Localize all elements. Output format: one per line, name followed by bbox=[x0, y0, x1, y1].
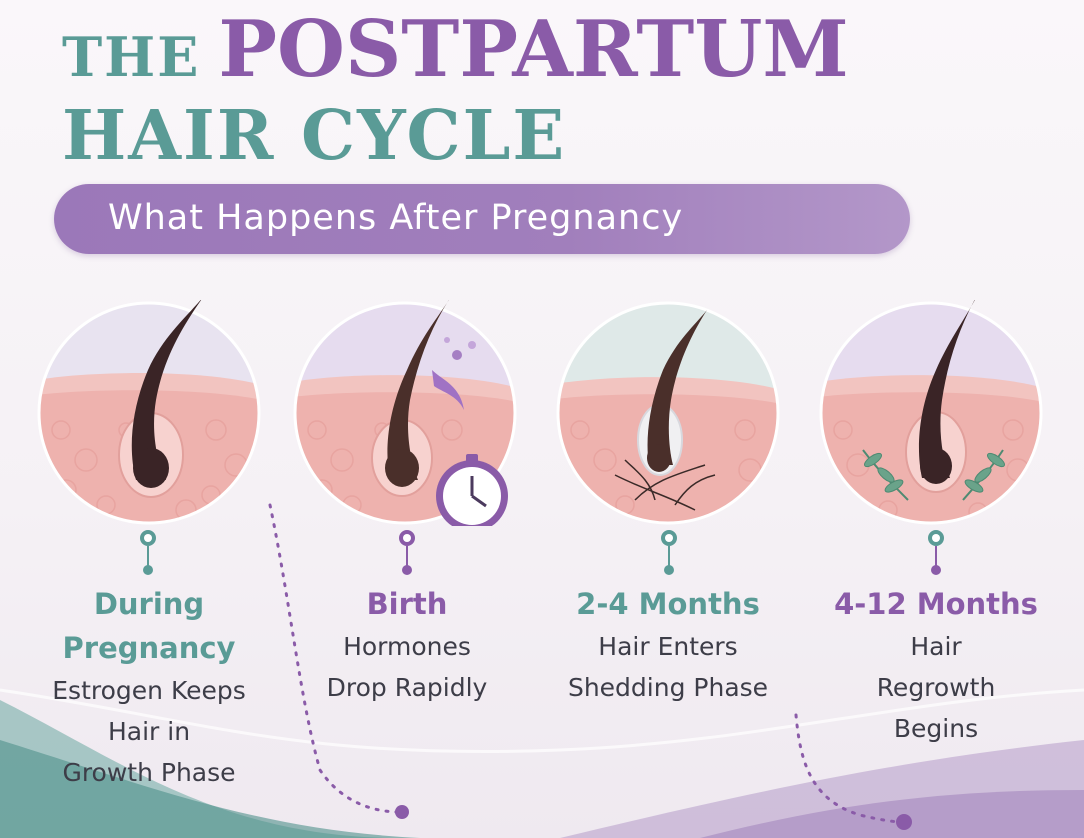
subtitle-banner: What Happens After Pregnancy bbox=[54, 184, 910, 254]
stage-3-connector bbox=[661, 530, 677, 575]
stage-2-title-line: Birth bbox=[366, 587, 448, 621]
stage-4-desc-line: Regrowth bbox=[876, 673, 996, 702]
page-title-line-2: HAIR CYCLE bbox=[62, 96, 567, 176]
stage-4-desc-line: Hair bbox=[910, 632, 962, 661]
title-the: THE bbox=[62, 25, 201, 89]
stage-1-illustration bbox=[37, 300, 261, 525]
stage-3-desc-line: Shedding Phase bbox=[567, 673, 769, 702]
page-title-line-1: THE POSTPARTUM bbox=[62, 4, 849, 96]
stage-2-desc-line: Hormones bbox=[343, 632, 471, 661]
stage-2-connector bbox=[399, 530, 415, 575]
stage-1-text: During Pregnancy Estrogen Keeps Hair in … bbox=[24, 582, 274, 793]
shed-hairs-icon bbox=[614, 459, 716, 511]
stage-4-connector bbox=[928, 530, 944, 575]
stage-1-connector bbox=[140, 530, 156, 575]
stage-1-title-line: Pregnancy bbox=[62, 631, 236, 665]
stage-1-desc-line: Hair in bbox=[107, 717, 191, 746]
stage-1-desc-line: Estrogen Keeps bbox=[52, 676, 246, 705]
stage-2-illustration bbox=[293, 300, 517, 526]
stage-1-title-line: During bbox=[93, 587, 205, 621]
stage-3-title-line: 2-4 Months bbox=[576, 587, 760, 621]
leaf-sprig-icon bbox=[862, 449, 1006, 501]
stage-3-text: 2-4 Months Hair Enters Shedding Phase bbox=[543, 582, 793, 708]
stage-3-illustration bbox=[556, 301, 780, 525]
stage-3-desc-line: Hair Enters bbox=[598, 632, 738, 661]
stage-4-text: 4-12 Months Hair Regrowth Begins bbox=[811, 582, 1061, 749]
stopwatch-icon bbox=[436, 454, 508, 526]
stage-2-desc-line: Drop Rapidly bbox=[326, 673, 488, 702]
title-postpartum: POSTPARTUM bbox=[218, 4, 849, 95]
stage-4-illustration bbox=[819, 300, 1043, 525]
stage-4-desc-line: Begins bbox=[893, 714, 979, 743]
hair-follicle-icon bbox=[131, 300, 202, 480]
stage-1-desc-line: Growth Phase bbox=[62, 758, 236, 787]
subtitle-text: What Happens After Pregnancy bbox=[108, 198, 684, 238]
stage-2-text: Birth Hormones Drop Rapidly bbox=[282, 582, 532, 708]
stage-4-title-line: 4-12 Months bbox=[834, 587, 1038, 621]
